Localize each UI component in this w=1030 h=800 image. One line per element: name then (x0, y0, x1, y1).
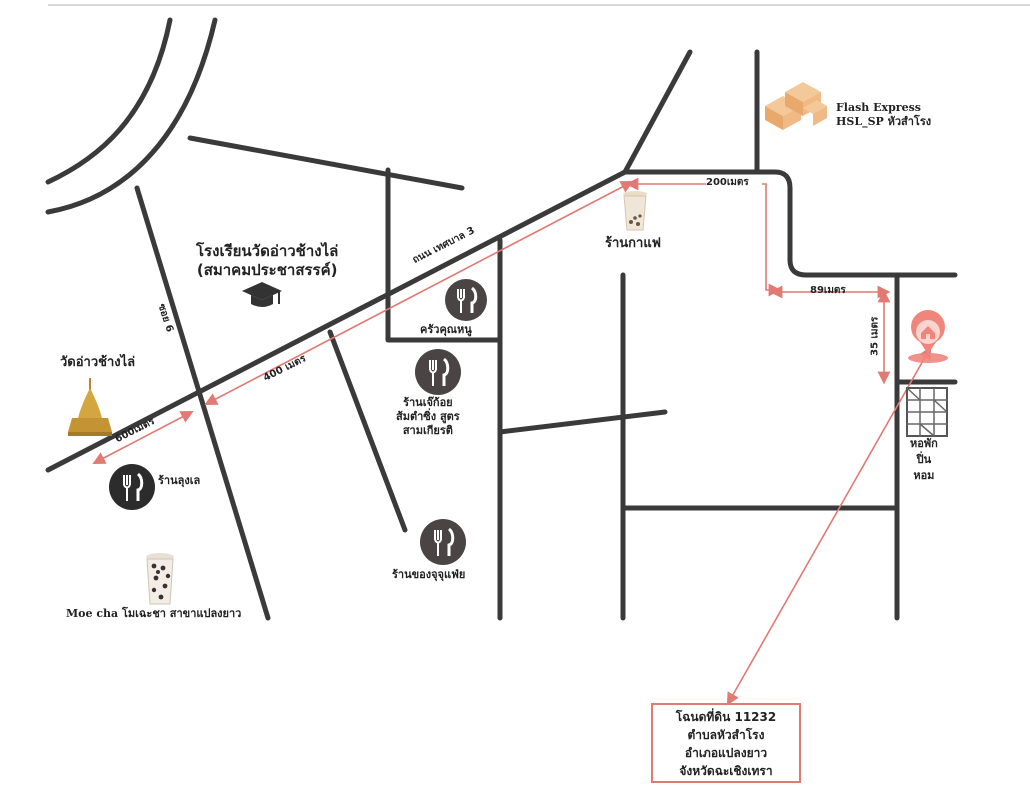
road-central-branch (497, 409, 668, 435)
deed-district: อำเภอแปลงยาว (684, 746, 768, 760)
deed-number: โฉนดที่ดิน 11232 (675, 710, 777, 724)
temple-label: วัดอ่าวช้างไล่ (60, 355, 136, 370)
school-subname: (สมาคมประชาสรรค์) (196, 260, 338, 279)
curved-road-inner (45, 17, 218, 215)
jae-koy-desc2: สามเกียรติ (402, 423, 453, 437)
cafe-label: ร้านกาแฟ (605, 236, 661, 251)
road-north-diagonal (622, 49, 693, 175)
route-200m-right (762, 183, 782, 297)
road-school-top (187, 135, 465, 191)
dorm-name-3: หอม (913, 469, 935, 482)
jae-koy-name: ร้านเจ๊ก้อย (403, 396, 453, 409)
route-deed-to-home (726, 346, 932, 706)
bubble-tea-icon (146, 553, 174, 605)
road-krua-loop (385, 167, 503, 343)
home-location-pin-icon[interactable] (908, 310, 948, 363)
restaurant-icon (415, 349, 461, 395)
land-deed-box: โฉนดที่ดิน 11232 ตำบลหัวสำโรง อำเภอแปลงย… (651, 703, 801, 783)
krua-khun-nu-label: ครัวคุณหนู (420, 323, 472, 336)
curved-road-outer (45, 17, 173, 185)
route-600m (92, 411, 194, 464)
flash-express-label: Flash Express HSL_SP หัวสำโรง (836, 101, 931, 129)
moe-cha-label: Moe cha โมเฉะชา สาขาแปลงยาว (66, 607, 242, 620)
deed-province: จังหวัดฉะเชิงเทรา (679, 764, 773, 778)
deed-subdistrict: ตำบลหัวสำโรง (687, 728, 765, 742)
dorm-name-2: ปิ่น (916, 453, 932, 466)
dorm-name-1: หอพัก (910, 437, 938, 450)
chor-jujub-label: ร้านของจุจุแฟ่ย (392, 568, 466, 581)
coffee-cup-icon (623, 191, 647, 231)
dorm-label: หอพัก ปิ่น หอม (910, 436, 938, 484)
distance-markers (92, 177, 932, 706)
restaurant-icon (420, 519, 466, 565)
school-label: โรงเรียนวัดอ่าวช้างไล่ (สมาคมประชาสรรค์) (196, 242, 338, 280)
temple-stupa-icon (68, 378, 112, 436)
road-east (622, 169, 958, 278)
flash-express-branch: HSL_SP หัวสำโรง (836, 114, 932, 128)
package-boxes-icon (765, 82, 827, 130)
dormitory-building-icon (906, 387, 948, 437)
route-400m (204, 181, 634, 405)
top-rule (48, 4, 1030, 6)
jae-koy-desc: ส้มตำซิ่ง สูตร (396, 409, 460, 423)
distance-35m: 35 เมตร (869, 316, 881, 356)
jae-koy-label: ร้านเจ๊ก้อย ส้มตำซิ่ง สูตร สามเกียรติ (396, 396, 460, 437)
restaurant-icon (109, 464, 155, 510)
distance-200m: 200เมตร (706, 177, 749, 188)
lung-lek-label: ร้านลุงเล (158, 474, 201, 487)
school-name: โรงเรียนวัดอ่าวช้างไล่ (196, 242, 339, 260)
road-soi6 (134, 185, 271, 621)
flash-express-name: Flash Express (836, 101, 921, 114)
distance-89m: 89เมตร (810, 285, 846, 296)
school-cap-icon (242, 282, 282, 307)
road-jujub (327, 329, 408, 533)
restaurant-icon (445, 279, 487, 321)
